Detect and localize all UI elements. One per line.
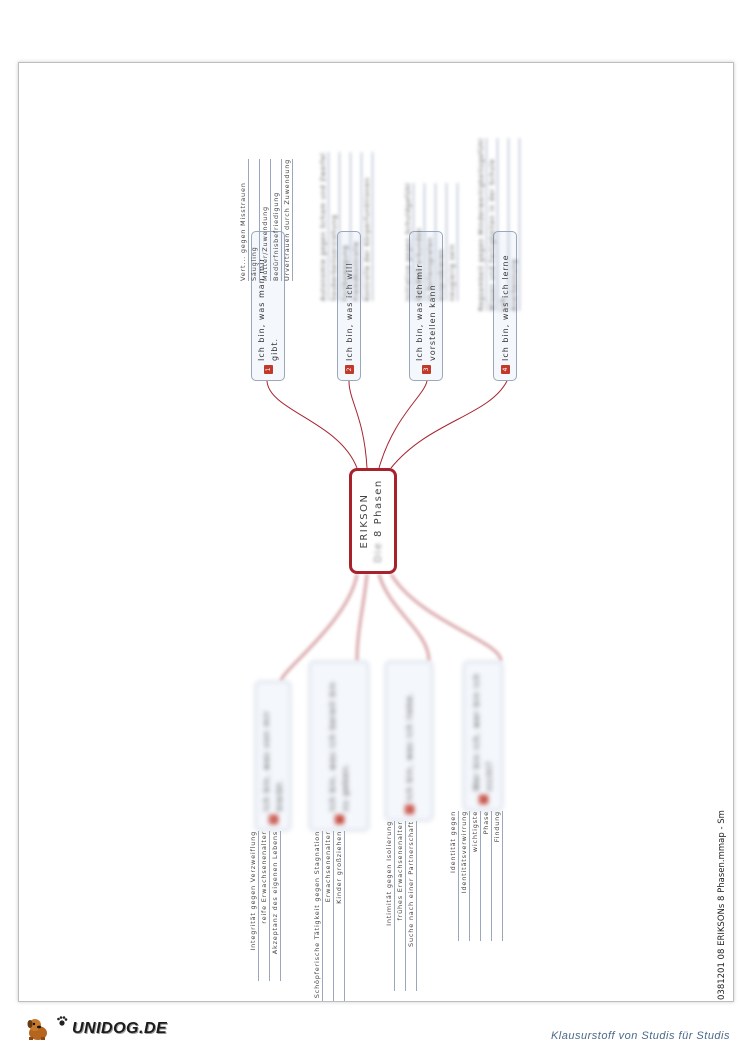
phase-2-leaf: Fremdkontrolle [352,152,362,301]
connector-6 [377,573,431,662]
phase-3-leaf: Die Welt erkunden [415,182,425,301]
file-path-footer: 0381201 08 ERIKSONs 8 Phasen.mmap - Sm [717,0,731,1000]
connector-2 [348,380,368,469]
phase-5-leaf: Phase [482,811,492,941]
phase-6-number: 6 [404,805,414,814]
phase-4-leaf: Anerkennung [510,138,520,311]
phase-1-details: Vert... gegen Misstrauen Säugling Mutter… [239,158,294,281]
phase-7-node[interactable]: 7 Ich bin, was ich bereit bin zu geben. [309,661,369,831]
connector-1 [266,380,358,469]
central-line2: 8 Phasen [373,479,384,537]
connector-5 [389,573,503,662]
phase-3-number: 3 [421,365,431,374]
phase-2-leaf: Kontrolle der Körperfunktionen [363,152,373,301]
phase-5-number: 5 [478,795,488,804]
phase-3-leaf: in Rollenspielen [426,182,436,301]
phase-1-leaf: Säugling [250,158,260,281]
phase-1-leaf: Mutter/Zuwendung [261,158,271,281]
brand-name: UNIDOG.DE [72,1020,168,1037]
brand-logo[interactable]: UNIDOG.DE [24,1016,167,1042]
phase-7-number: 7 [334,815,344,824]
phase-5-leaf: Identität gegen [449,811,459,941]
connector-8 [279,573,359,682]
phase-6-leaf: frühes Erwachsenenalter [396,821,406,991]
connector-3 [378,380,428,469]
phase-2-leaf: Fortbewegung [341,152,351,301]
phase-5-leaf: wichtigste [471,811,481,941]
phase-6-leaf: Suche nach einer Partnerschaft [407,821,417,991]
phase-7-details: Schöpferische Tätigkeit gegen Stagnation… [313,831,346,1001]
phase-3-details: Initiative gegen Schuldgefühl Die Welt e… [404,182,459,301]
central-topic[interactable]: ERIKSON Die 8 Phasen [349,468,397,574]
phase-4-header: Regsamkeit gegen Minderwertigkeitsgefühl [477,138,487,311]
phase-5-label: Wer bin ich, wer bin ich nicht? [472,673,494,791]
phase-5-leaf: Identitätsverwirrung [460,811,470,941]
phase-7-leaf: Erwachsenenalter [324,831,334,1001]
phase-3-header: Initiative gegen Schuldgefühl [404,182,414,301]
phase-7-leaf: Schöpferische Tätigkeit gegen Stagnation [313,831,323,1001]
phase-3-leaf: neugierig sein [448,182,458,301]
phase-8-label: Ich bin, was von mir bleibt. [262,710,284,811]
connector-7 [355,573,369,662]
phase-7-label: Ich bin, was ich bereit bin zu geben. [328,681,350,811]
phase-4-leaf: Wissen und Fertigkeiten in der Schule [488,138,498,311]
phase-2-header: Autonomie gegen Scham und Zweifel [319,152,329,301]
dog-mascot-icon [27,1019,47,1040]
phase-1-leaf: Bedürfnisbefriedigung [272,158,282,281]
phase-1-leaf: Urvertrauen durch Zuwendung [283,158,293,281]
phase-8-leaf: Akzeptanz des eigenen Lebens [271,831,281,981]
phase-5-details: Identität gegen Identitätsverwirrung wic… [449,811,504,941]
phase-8-leaf: reife Erwachsenenalter [260,831,270,981]
phase-7-leaf: Kinder großziehen [335,831,345,1001]
phase-4-number: 4 [500,365,510,374]
phase-8-details: Integrität gegen Verzweiflung reife Erwa… [249,831,282,981]
central-line1: Die [373,541,384,563]
phase-2-number: 2 [344,365,354,374]
phase-5-leaf: Findung [493,811,503,941]
file-path-text: 0381201 08 ERIKSONs 8 Phasen.mmap - Sm [717,810,727,1000]
phase-1-number: 1 [263,365,273,374]
paw-print-icon [57,1016,68,1026]
phase-5-node[interactable]: 5 Wer bin ich, wer bin ich nicht? [463,661,503,811]
phase-8-node[interactable]: 8 Ich bin, was von mir bleibt. [255,681,291,831]
phase-2-leaf: Sauberkeitserziehung [330,152,340,301]
phase-6-label: Ich bin, was ich liebe. [404,691,414,801]
phase-6-details: Intimität gegen Isolierung frühes Erwach… [385,821,418,991]
phase-8-number: 8 [268,815,278,824]
phase-4-leaf: Lob [499,138,509,311]
phase-6-leaf: Intimität gegen Isolierung [385,821,395,991]
connector-lines [266,380,508,682]
phase-2-details: Autonomie gegen Scham und Zweifel Sauber… [319,152,374,301]
phase-3-leaf: ausprobieren [437,182,447,301]
central-title: ERIKSON [359,493,370,549]
mindmap-page: ERIKSON Die 8 Phasen 1 Ich bin, was man … [18,62,734,1002]
phase-1-header: Vert... gegen Misstrauen [239,158,249,281]
phase-4-details: Regsamkeit gegen Minderwertigkeitsgefühl… [477,138,521,311]
mindmap-canvas: ERIKSON Die 8 Phasen 1 Ich bin, was man … [19,63,733,1001]
phase-8-leaf: Integrität gegen Verzweiflung [249,831,259,981]
phase-6-node[interactable]: 6 Ich bin, was ich liebe. [385,661,433,821]
connector-4 [390,380,508,469]
slogan-text: Klausurstoff von Studis für Studis [550,1030,730,1042]
